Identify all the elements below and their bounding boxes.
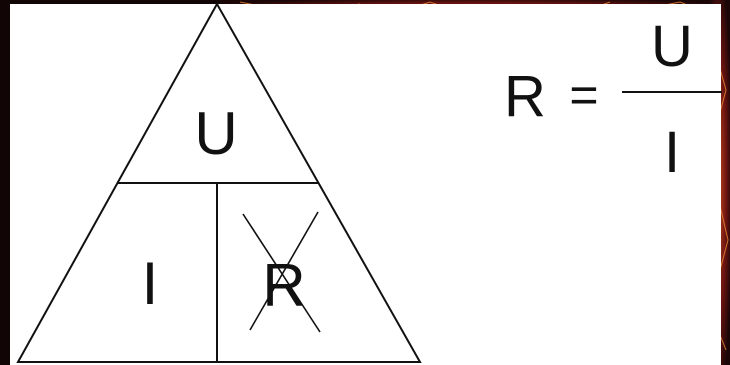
formula-equals: =	[569, 67, 598, 123]
triangle-label-voltage: U	[194, 100, 237, 167]
formula-lhs: R	[504, 64, 546, 129]
triangle-label-resistance: R	[262, 252, 305, 319]
formula-denominator: I	[664, 120, 680, 185]
formula-numerator: U	[651, 14, 693, 79]
triangle-label-current: I	[142, 250, 159, 317]
